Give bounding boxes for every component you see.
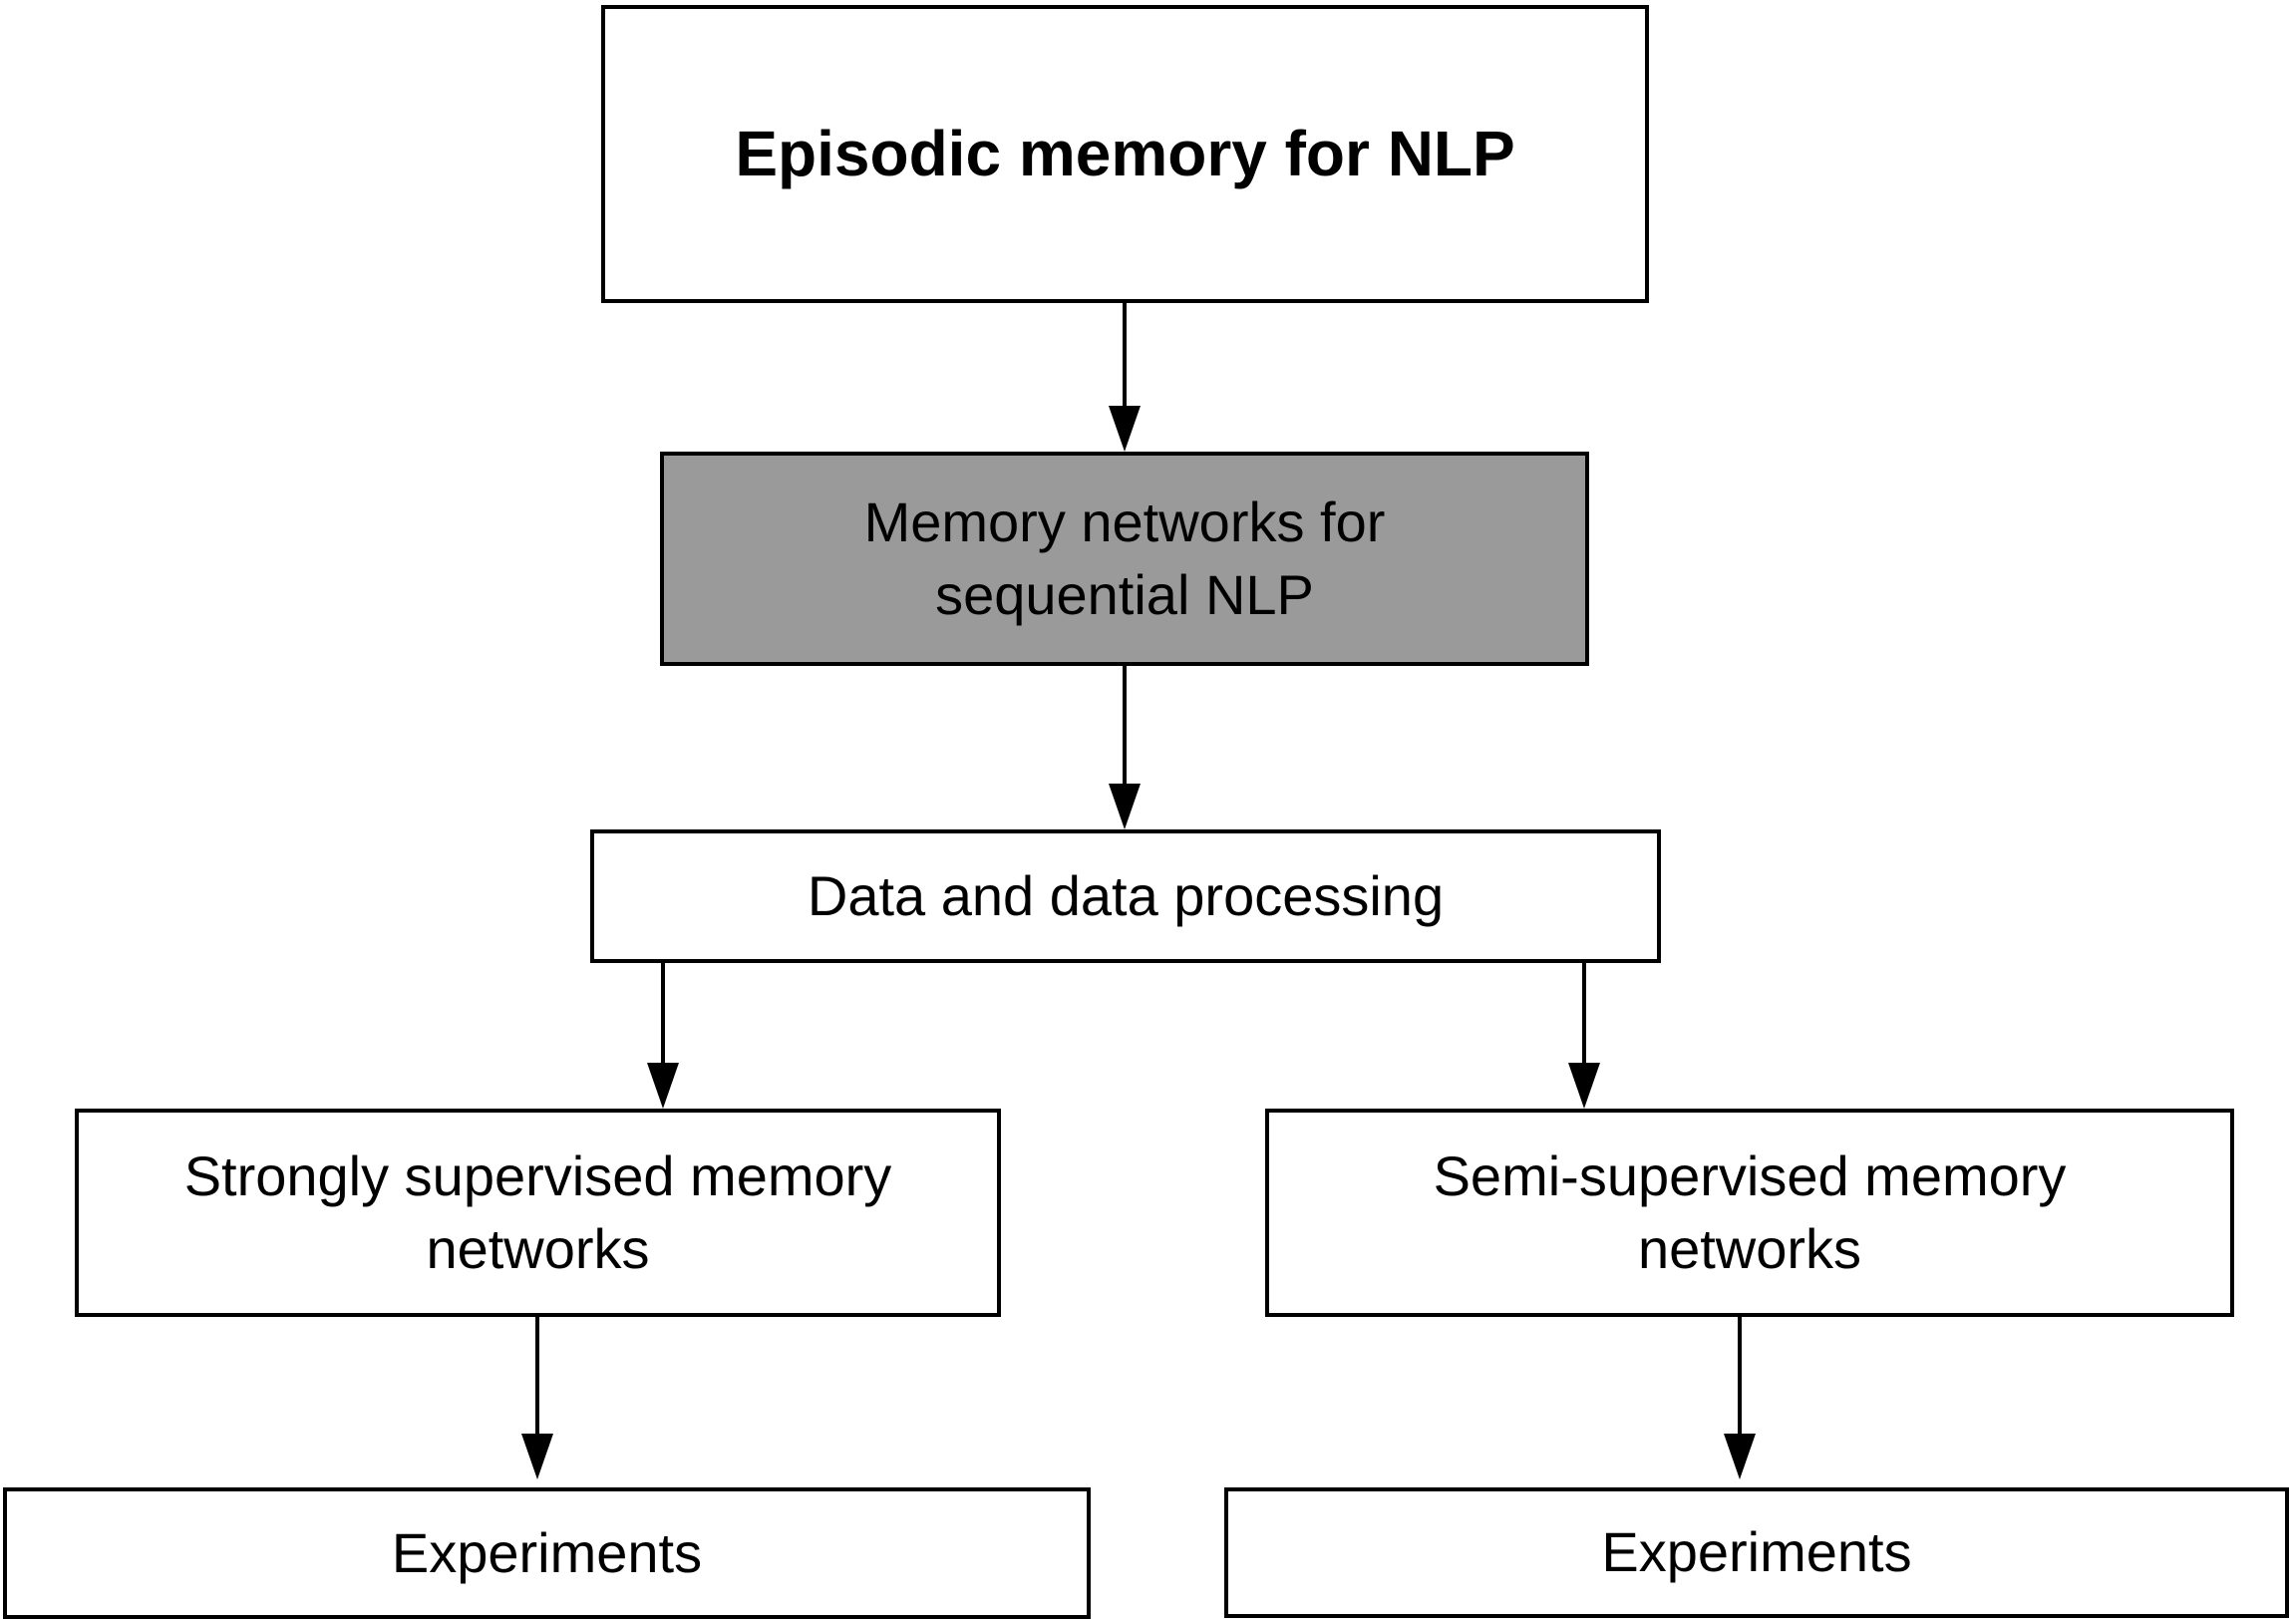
arrow-down-icon xyxy=(647,1063,679,1109)
arrow-down-icon xyxy=(1568,1063,1600,1109)
arrow-stem xyxy=(535,1316,539,1435)
node-data-and-data-processing: Data and data processing xyxy=(590,829,1661,963)
node-memory-networks-sequential-nlp: Memory networks for sequential NLP xyxy=(660,452,1589,666)
node-strongly-supervised-label: Strongly supervised memory networks xyxy=(183,1143,892,1280)
arrow-stem xyxy=(1582,962,1586,1065)
node-memory-networks-label: Memory networks for sequential NLP xyxy=(863,489,1386,626)
arrow-stem xyxy=(1738,1316,1742,1435)
arrow-stem xyxy=(1123,302,1127,408)
node-experiments-left: Experiments xyxy=(3,1487,1091,1619)
arrow-down-icon xyxy=(1724,1434,1756,1479)
node-data-processing-label: Data and data processing xyxy=(807,863,1445,927)
node-experiments-right: Experiments xyxy=(1224,1487,2289,1618)
arrow-stem xyxy=(1123,665,1127,786)
node-episodic-memory-for-nlp: Episodic memory for NLP xyxy=(601,5,1649,303)
arrow-down-icon xyxy=(1109,784,1141,829)
node-strongly-supervised-memory-networks: Strongly supervised memory networks xyxy=(75,1109,1001,1317)
node-experiments-left-label: Experiments xyxy=(391,1520,703,1584)
node-semi-supervised-label: Semi-supervised memory networks xyxy=(1433,1143,2067,1280)
arrow-stem xyxy=(661,962,665,1065)
node-episodic-memory-label: Episodic memory for NLP xyxy=(735,117,1515,189)
node-experiments-right-label: Experiments xyxy=(1601,1520,1912,1584)
node-semi-supervised-memory-networks: Semi-supervised memory networks xyxy=(1265,1109,2234,1317)
arrow-down-icon xyxy=(1109,406,1141,452)
arrow-down-icon xyxy=(521,1434,553,1479)
